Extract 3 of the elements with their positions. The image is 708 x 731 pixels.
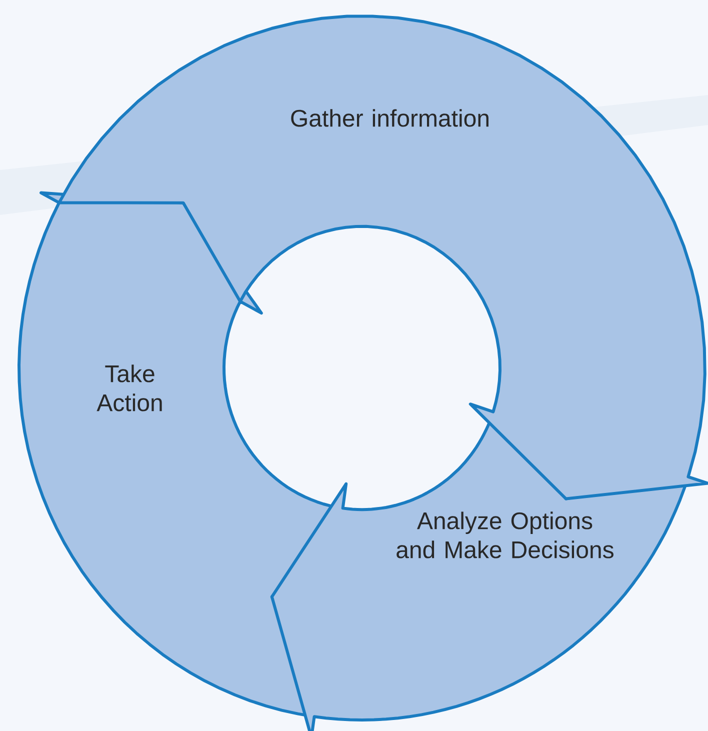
arrow-segment: Take Action (18, 191, 344, 718)
node-label: Analyze Options and Make Decisions (396, 512, 614, 558)
node-label: Gather information (291, 109, 488, 127)
